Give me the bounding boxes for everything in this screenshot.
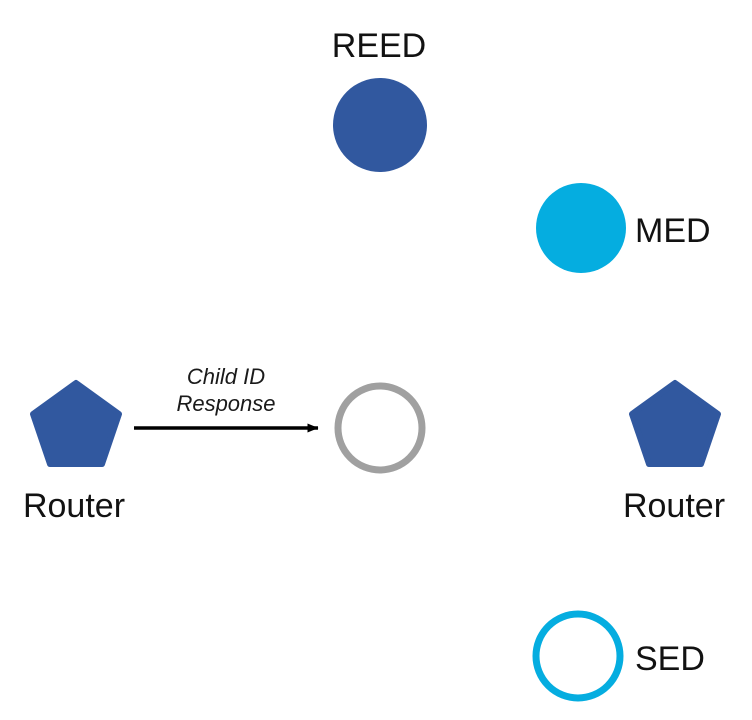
router-left-label: Router bbox=[23, 487, 125, 525]
router-left-pentagon-shape[interactable] bbox=[30, 380, 122, 467]
edge-child-id-response[interactable]: Child ID Response bbox=[134, 364, 319, 433]
reed-label: REED bbox=[332, 27, 426, 65]
med-label: MED bbox=[635, 212, 711, 250]
node-med[interactable]: MED bbox=[536, 183, 711, 273]
node-reed[interactable]: REED bbox=[332, 27, 427, 172]
sed-circle-shape[interactable] bbox=[532, 610, 624, 702]
sed-label: SED bbox=[635, 640, 705, 678]
child-id-response-label-line1: Child ID bbox=[187, 364, 265, 389]
node-sed[interactable]: SED bbox=[532, 610, 705, 702]
node-router-right[interactable]: Router bbox=[623, 380, 725, 525]
child-id-response-label-line2: Response bbox=[176, 391, 275, 416]
reed-circle-shape[interactable] bbox=[333, 78, 427, 172]
node-router-left[interactable]: Router bbox=[23, 380, 125, 525]
router-right-pentagon-shape[interactable] bbox=[629, 380, 721, 467]
router-right-label: Router bbox=[623, 487, 725, 525]
node-leader-center[interactable] bbox=[334, 382, 426, 474]
med-circle-shape[interactable] bbox=[536, 183, 626, 273]
leader-center-circle-shape[interactable] bbox=[334, 382, 426, 474]
